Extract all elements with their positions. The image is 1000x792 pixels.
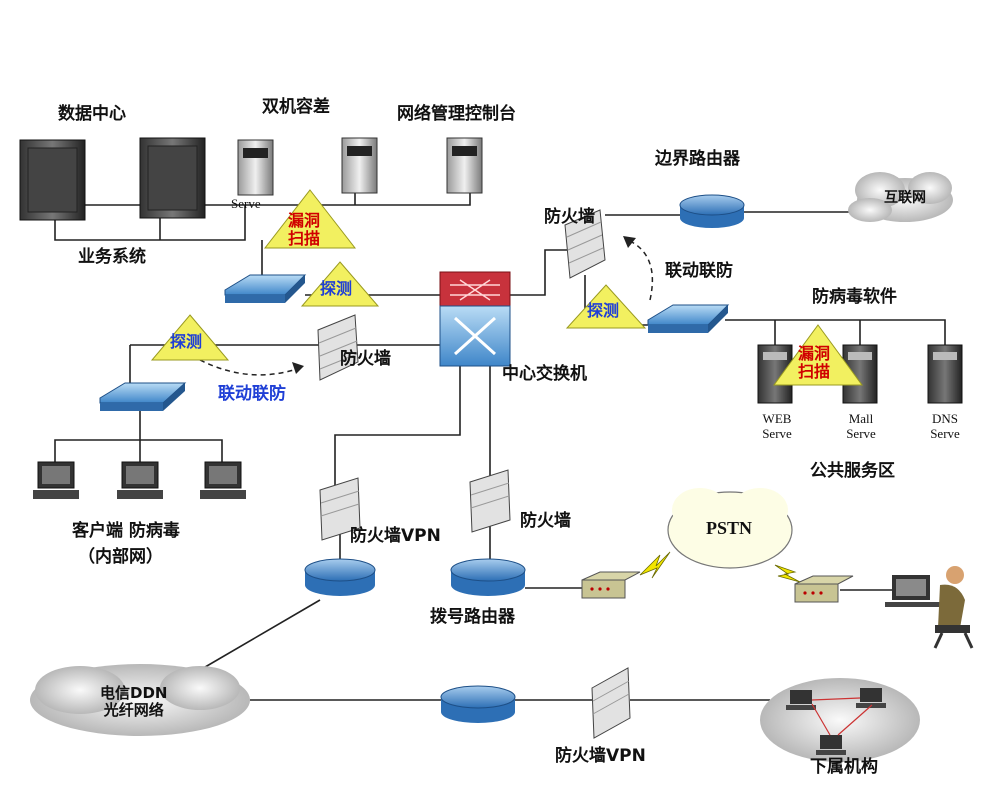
- server-dual-1: [237, 139, 274, 196]
- tag-triangle-probe-right: [565, 284, 647, 329]
- data-center-rack-2: [139, 137, 206, 219]
- label-business-system: 业务系统: [78, 247, 146, 267]
- ddn-router: [440, 685, 516, 723]
- switch-left: [99, 382, 187, 411]
- lightning-icon-left: [639, 551, 671, 579]
- label-firewall-mid: 防火墙: [340, 349, 391, 369]
- server-console: [446, 137, 483, 194]
- vpn-router: [304, 558, 376, 596]
- modem-right: [794, 575, 854, 603]
- linkage-arrow-top: [627, 239, 654, 301]
- label-serve-small: Serve: [231, 196, 261, 211]
- label-fw-dial: 防火墙: [520, 511, 571, 531]
- label-pstn: PSTN: [706, 518, 753, 538]
- branch-pc-3: [816, 735, 846, 755]
- tag-probe-right: 探测: [587, 301, 620, 320]
- tag-triangle-probe-top: [300, 261, 380, 307]
- tag-probe-left: 探测: [170, 332, 203, 351]
- data-center-rack-1: [19, 139, 86, 221]
- lightning-icon-right: [774, 564, 801, 583]
- label-border-router: 边界路由器: [655, 149, 740, 169]
- label-mail-serve: Mall Serve: [846, 411, 876, 441]
- label-intranet: （内部网）: [78, 547, 163, 567]
- client-pc-1: [33, 461, 79, 499]
- label-web-serve: WEB Serve: [762, 411, 792, 441]
- label-dial-router: 拨号路由器: [430, 607, 515, 627]
- label-firewall-top: 防火墙: [544, 207, 595, 227]
- tag-triangle-vuln-right: [773, 324, 863, 386]
- label-public-zone: 公共服务区: [810, 461, 895, 481]
- mail-server: [842, 344, 878, 404]
- tag-probe-top: 探测: [320, 279, 353, 298]
- label-fw-vpn-mid: 防火墙VPN: [350, 526, 441, 546]
- label-dns-serve: DNS Serve: [930, 411, 960, 441]
- cloud-branch: [760, 678, 920, 762]
- label-client-antivirus: 客户端 防病毒: [72, 521, 180, 541]
- tag-vuln-scan-top: 漏洞 扫描: [288, 211, 321, 248]
- server-dual-2: [341, 137, 378, 194]
- firewall-top: [564, 209, 606, 279]
- switch-right: [647, 304, 730, 333]
- branch-pc-2: [856, 688, 886, 708]
- label-linkage-left: 联动联防: [218, 384, 286, 404]
- firewall-vpn-mid: [319, 477, 361, 541]
- firewall-mid: [317, 314, 359, 381]
- tag-triangle-probe-left: [150, 314, 230, 361]
- cloud-pstn: [667, 488, 793, 569]
- tag-triangle-vuln-top: [263, 189, 357, 249]
- label-data-center: 数据中心: [58, 104, 126, 124]
- dns-server: [927, 344, 963, 404]
- label-core-switch: 中心交换机: [502, 364, 587, 384]
- label-internet: 互联网: [884, 190, 926, 206]
- dial-router: [450, 558, 526, 596]
- client-pc-3: [200, 461, 246, 499]
- switch-top-left: [224, 274, 307, 303]
- label-dual-backup: 双机容差: [262, 97, 330, 117]
- modem-left: [581, 571, 641, 599]
- label-antivirus-software: 防病毒软件: [812, 287, 897, 307]
- label-branch: 下属机构: [810, 757, 878, 777]
- label-ddn: 电信DDN 光纤网络: [100, 684, 168, 720]
- firewall-dial: [469, 469, 511, 533]
- label-linkage-top: 联动联防: [665, 261, 733, 281]
- cloud-internet: [848, 172, 953, 222]
- label-net-console: 网络管理控制台: [397, 104, 516, 124]
- branch-pc-1: [786, 690, 816, 710]
- core-switch: [439, 271, 511, 367]
- remote-user-icon: [885, 566, 974, 649]
- tag-vuln-scan-right: 漏洞 扫描: [798, 344, 831, 381]
- linkage-arrow-left: [199, 359, 301, 376]
- cloud-ddn: [30, 664, 250, 736]
- firewall-vpn-bottom: [591, 667, 631, 739]
- client-pc-2: [117, 461, 163, 499]
- border-router: [679, 194, 745, 228]
- label-fw-vpn-bottom: 防火墙VPN: [555, 746, 646, 766]
